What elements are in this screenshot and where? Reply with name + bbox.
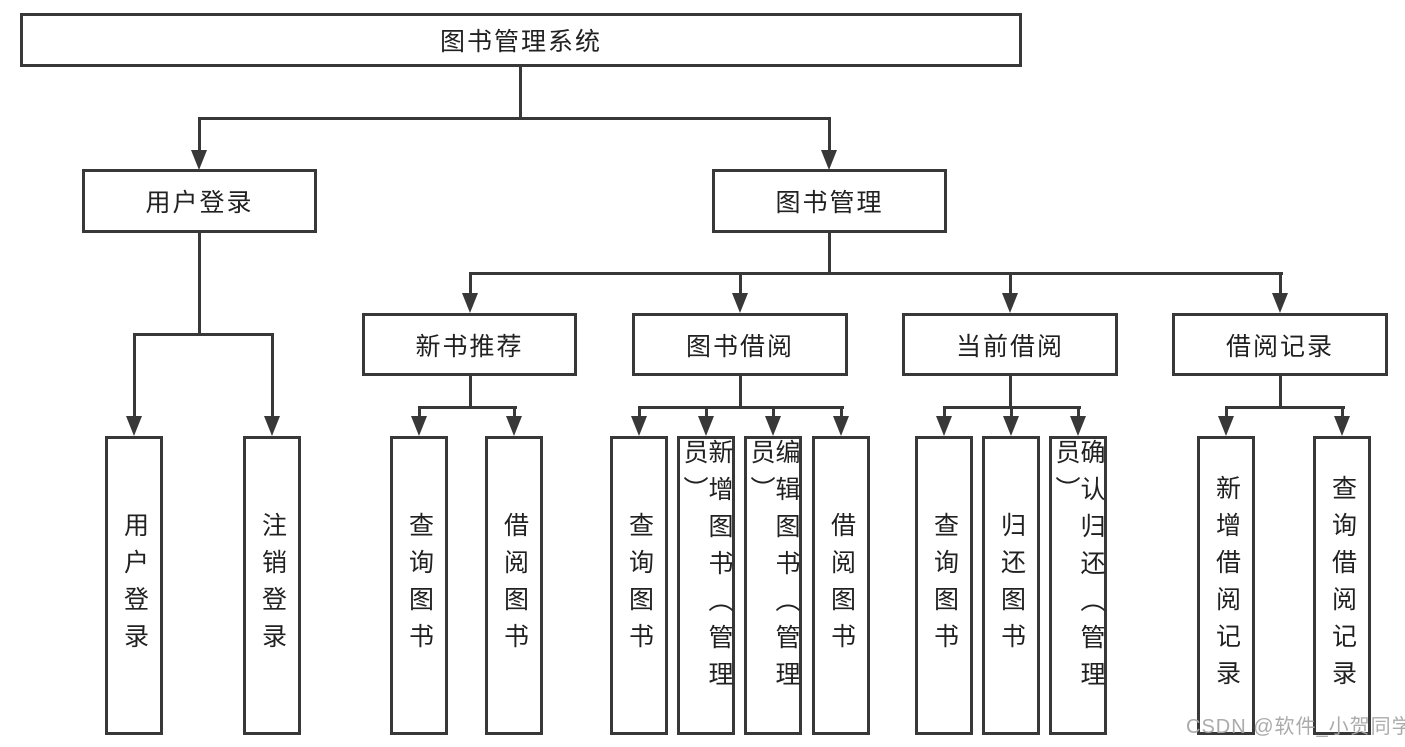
arrowhead	[1002, 293, 1018, 313]
connector-arrow-line	[1010, 406, 1013, 420]
leaf-borrow-books-recommend: 借阅图书	[485, 436, 543, 735]
connector-arrow-line	[739, 272, 742, 297]
connector-arrow-line	[772, 406, 775, 420]
connector-arrow-line	[1279, 272, 1282, 297]
arrowhead	[506, 416, 522, 436]
arrowhead	[1218, 416, 1234, 436]
connector-arrow-line	[943, 406, 946, 420]
leaf-user-login: 用户登录	[105, 436, 163, 735]
connector-arrow-line	[840, 406, 843, 420]
leaf-query-books-current: 查询图书	[915, 436, 973, 735]
arrowhead	[1272, 293, 1288, 313]
connector-arrow-line	[1009, 272, 1012, 297]
leaf-edit-books-admin: 编辑图书（管理员）	[744, 436, 802, 735]
node-current-borrow: 当前借阅	[902, 313, 1118, 376]
arrowhead	[821, 150, 837, 170]
leaf-confirm-return-admin: 确认归还（管理员）	[1049, 436, 1107, 735]
arrowhead	[698, 416, 714, 436]
connector-arrow-line	[198, 117, 201, 154]
watermark: CSDN @软件_小贺同学	[1186, 716, 1405, 738]
connector-mgmt-stub	[828, 233, 831, 275]
node-borrow-records: 借阅记录	[1172, 313, 1388, 376]
node-book-borrow: 图书借阅	[632, 313, 848, 376]
arrowhead	[411, 416, 427, 436]
connector-current-stub	[1009, 376, 1012, 409]
connector-login-rail	[133, 333, 274, 336]
leaf-return-books: 归还图书	[982, 436, 1040, 735]
connector-arrow-line	[828, 117, 831, 154]
node-new-book-recommend: 新书推荐	[362, 313, 577, 376]
arrowhead	[264, 416, 280, 436]
arrowhead	[833, 416, 849, 436]
arrowhead	[732, 293, 748, 313]
arrowhead	[1003, 416, 1019, 436]
connector-arrow-line	[271, 333, 274, 420]
connector-arrow-line	[638, 406, 641, 420]
arrowhead	[765, 416, 781, 436]
connector-borrow-rail	[638, 406, 844, 409]
connector-arrow-line	[418, 406, 421, 420]
connector-root-stub	[519, 67, 522, 120]
leaf-logout: 注销登录	[243, 436, 301, 735]
connector-arrow-line	[1225, 406, 1228, 420]
connector-arrow-line	[1341, 406, 1344, 420]
arrowhead	[936, 416, 952, 436]
node-book-management: 图书管理	[712, 169, 947, 233]
connector-root-rail	[198, 117, 831, 120]
arrowhead	[462, 293, 478, 313]
connector-arrow-line	[513, 406, 516, 420]
connector-recommend-stub	[469, 376, 472, 409]
arrowhead	[126, 416, 142, 436]
arrowhead	[1070, 416, 1086, 436]
leaf-query-books-recommend: 查询图书	[390, 436, 448, 735]
connector-borrow-stub	[739, 376, 742, 409]
node-user-login: 用户登录	[82, 169, 317, 233]
leaf-query-books-borrow: 查询图书	[610, 436, 668, 735]
node-root: 图书管理系统	[20, 13, 1022, 67]
connector-arrow-line	[1077, 406, 1080, 420]
connector-arrow-line	[705, 406, 708, 420]
connector-arrow-line	[469, 272, 472, 297]
leaf-borrow-books: 借阅图书	[812, 436, 870, 735]
connector-arrow-line	[133, 333, 136, 420]
arrowhead	[631, 416, 647, 436]
leaf-add-books-admin: 新增图书（管理员）	[677, 436, 735, 735]
leaf-query-borrow-record: 查询借阅记录	[1313, 436, 1371, 735]
connector-mgmt-rail	[469, 272, 1283, 275]
arrowhead	[191, 150, 207, 170]
connector-login-stub	[198, 233, 201, 336]
leaf-add-borrow-record: 新增借阅记录	[1197, 436, 1255, 735]
connector-records-stub	[1279, 376, 1282, 409]
connector-records-rail	[1225, 406, 1345, 409]
arrowhead	[1334, 416, 1350, 436]
connector-recommend-rail	[418, 406, 517, 409]
